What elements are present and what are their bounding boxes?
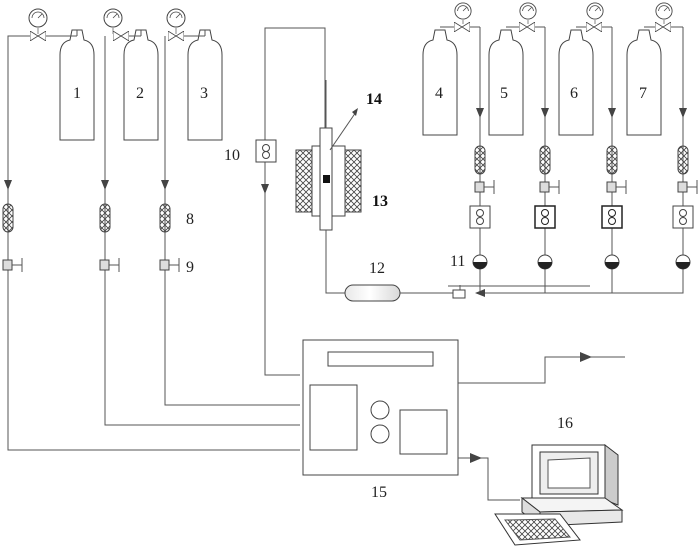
filter-6 [606,145,618,175]
filter-5 [539,145,551,175]
flowmeter-10 [255,139,277,163]
manifold-line [470,278,684,294]
flow-arrow-4 [476,108,484,118]
regulator-5 [506,2,545,32]
cylinder-1: 1 [59,29,95,141]
label-6: 6 [570,85,578,102]
check-valve-5 [537,254,553,270]
valve-6 [606,180,627,194]
mfc-4 [469,205,491,229]
flow-arrow-7 [679,108,687,118]
label-15: 15 [371,484,387,501]
filter-2 [99,203,111,233]
check-valve-4 [472,254,488,270]
label-8: 8 [186,211,194,228]
label-13: 13 [372,193,388,210]
flow-arrow-data [470,453,482,463]
filter-1 [2,203,14,233]
label-9: 9 [186,259,194,276]
flow-arrow-2 [101,180,109,190]
regulator-1 [28,8,78,41]
regulator-3 [166,8,206,41]
label-16: 16 [557,415,573,432]
label-4: 4 [435,85,443,102]
regulator-7 [644,2,683,32]
flow-arrow-manifold [475,289,485,297]
regulator-2 [103,8,142,41]
vent-line [458,356,625,384]
valve-2 [99,258,120,272]
flow-arrow-3 [161,180,169,190]
mfc-6 [601,205,623,229]
outlet-line-reactor [264,27,326,376]
gas-line-1 [7,35,300,451]
computer-16 [494,443,624,546]
flow-arrow-1 [4,180,12,190]
regulator-4 [440,2,480,32]
label-7: 7 [639,85,647,102]
label-2: 2 [136,85,144,102]
label-1: 1 [73,85,81,102]
filter-4 [474,145,486,175]
valve-4 [474,180,495,194]
flow-arrow-10 [261,184,269,194]
valve-5 [539,180,560,194]
check-valve-6 [604,254,620,270]
label-14: 14 [366,91,382,108]
cylinder-2: 2 [123,29,159,141]
cylinder-4: 4 [422,29,458,136]
data-link [458,457,520,501]
valve-1 [2,258,23,272]
thermocouple-14 [329,108,358,151]
mfc-7 [672,205,694,229]
filter-3 [159,203,171,233]
flow-arrow-6 [608,108,616,118]
furnace-13 [295,80,362,231]
cylinder-7: 7 [626,29,662,136]
valve-mix [448,285,470,299]
regulator-6 [576,2,612,32]
valve-7 [677,180,698,194]
gas-line-2 [104,36,300,426]
label-5: 5 [500,85,508,102]
cylinder-3: 3 [187,29,223,141]
mfc-5 [534,205,556,229]
analyzer-15 [302,339,459,476]
label-12: 12 [369,260,385,277]
cylinder-6: 6 [558,29,594,136]
label-10: 10 [224,147,240,164]
check-valve-7 [675,254,691,270]
flow-arrow-5 [541,108,549,118]
label-3: 3 [200,85,208,102]
flow-arrow-vent [580,352,592,362]
valve-3 [159,258,180,272]
mixer-12 [344,284,401,302]
reactor-inlet-line [325,230,345,294]
gas-line-3 [164,36,300,406]
cylinder-5: 5 [488,29,524,136]
label-11: 11 [450,253,465,270]
filter-7 [677,145,689,175]
